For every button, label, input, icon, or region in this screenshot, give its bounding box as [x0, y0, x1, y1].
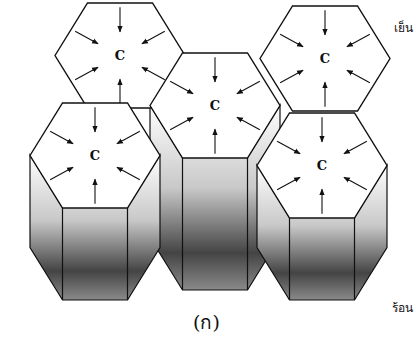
contraction-arrow	[75, 67, 98, 79]
center-label: C	[115, 49, 125, 62]
contraction-arrow	[280, 70, 303, 82]
hexagon-outline	[30, 103, 160, 208]
contraction-arrow	[214, 129, 215, 154]
center-label: C	[317, 159, 327, 172]
contraction-arrow	[117, 167, 140, 179]
contraction-arrow	[50, 167, 73, 179]
contraction-arrow	[94, 179, 95, 204]
contraction-arrow	[119, 7, 120, 32]
contraction-arrow	[214, 57, 215, 82]
contraction-arrow	[347, 70, 370, 82]
temperature-label: ร้อน	[392, 302, 413, 315]
column-edge	[127, 208, 128, 301]
contraction-arrow	[321, 189, 322, 214]
contraction-arrow	[277, 177, 300, 189]
contraction-arrow	[347, 34, 370, 46]
center-label: C	[90, 149, 100, 162]
contraction-arrow	[237, 81, 260, 93]
column-edge	[289, 218, 290, 301]
center-label: C	[210, 99, 220, 112]
column-top: C	[258, 4, 392, 113]
center-label: C	[320, 52, 330, 65]
column-top: C	[255, 111, 389, 220]
column-top: C	[28, 101, 162, 210]
hexagon-outline	[260, 6, 390, 111]
column-edge	[62, 208, 63, 301]
contraction-arrow	[277, 141, 300, 153]
contraction-arrow	[344, 141, 367, 153]
contraction-arrow	[280, 34, 303, 46]
temperature-label: เย็น	[394, 22, 413, 35]
column-edge	[182, 158, 183, 291]
figure-tag: (ก)	[193, 312, 220, 333]
contraction-arrow	[324, 10, 325, 35]
hexagon-outline	[257, 113, 387, 218]
contraction-arrow	[237, 117, 260, 129]
column-top: C	[148, 51, 282, 160]
contraction-arrow	[117, 131, 140, 143]
contraction-arrow	[170, 117, 193, 129]
contraction-arrow	[324, 82, 325, 107]
column-edge	[354, 218, 355, 301]
contraction-arrow	[119, 79, 120, 104]
hexagon-outline	[150, 53, 280, 158]
contraction-arrow	[321, 117, 322, 142]
contraction-arrow	[142, 67, 165, 79]
column-edge	[247, 158, 248, 291]
contraction-arrow	[50, 131, 73, 143]
contraction-arrow	[142, 31, 165, 43]
contraction-arrow	[170, 81, 193, 93]
contraction-arrow	[75, 31, 98, 43]
contraction-arrow	[344, 177, 367, 189]
contraction-arrow	[94, 107, 95, 132]
